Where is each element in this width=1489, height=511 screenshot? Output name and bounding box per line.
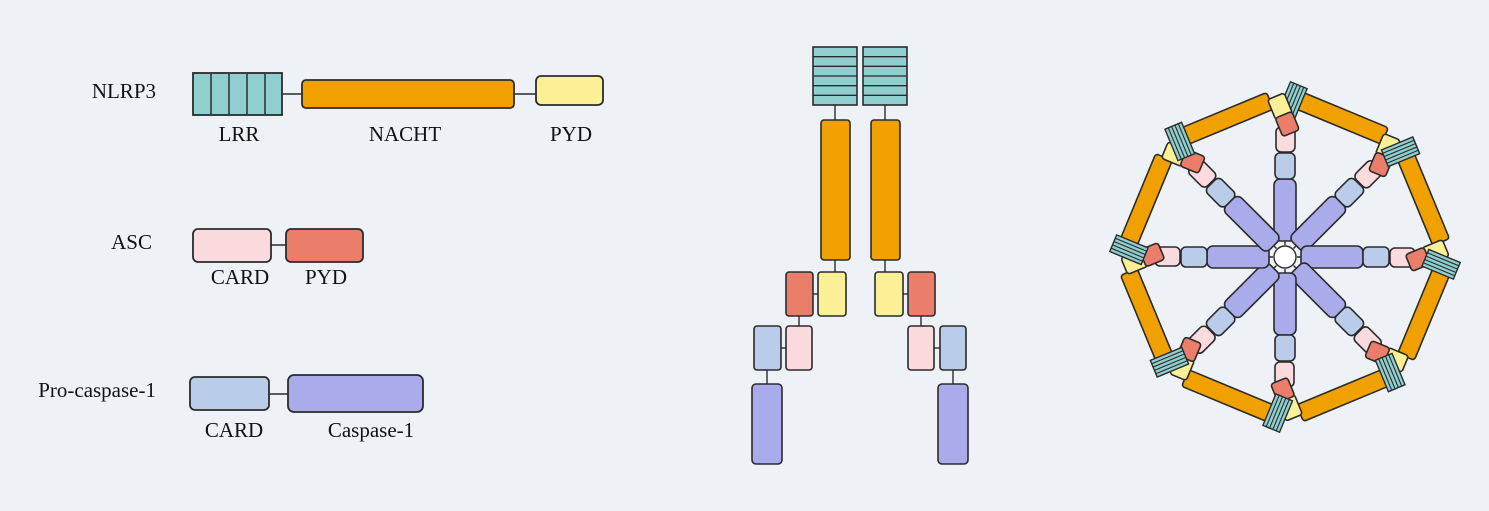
nlrp3-name: NLRP3 xyxy=(92,79,156,103)
wheel-lrr xyxy=(1149,346,1190,378)
assembly-dimer xyxy=(751,46,969,465)
wheel-nacht xyxy=(1296,369,1389,422)
wheel-lrr xyxy=(1380,136,1421,168)
nlrp3-nacht-domain xyxy=(301,79,515,109)
dimer-right-asc-card xyxy=(907,325,935,371)
asc-row: ASC CARD PYD xyxy=(111,228,364,289)
nlrp3-nacht-label: NACHT xyxy=(369,122,442,146)
wheel-nacht xyxy=(1296,92,1389,145)
caspase-card-label: CARD xyxy=(205,418,263,442)
wheel-lrr xyxy=(1164,121,1196,162)
wheel-hub xyxy=(1273,245,1297,269)
asc-name: ASC xyxy=(111,230,152,254)
wheel-casp-card xyxy=(1205,177,1236,208)
dimer-left-lrr xyxy=(812,46,858,106)
nlrp3-lrr-domain xyxy=(192,72,283,116)
dimer-right-lrr xyxy=(862,46,908,106)
dimer-left-caspase-1 xyxy=(751,383,783,465)
wheel-casp-card xyxy=(1334,177,1365,208)
asc-card-domain xyxy=(192,228,272,263)
domain-legend: NLRP3 LRR NACHT PYD ASC CARD PYD xyxy=(38,72,604,442)
wheel-spoke xyxy=(1178,262,1280,364)
pro-caspase-1-row: Pro-caspase-1 CARD Caspase-1 xyxy=(38,374,424,442)
wheel-casp-card xyxy=(1362,246,1390,268)
wheel-caspase-1 xyxy=(1273,178,1297,242)
nlrp3-pyd-domain xyxy=(535,75,604,106)
wheel-spoke xyxy=(1297,245,1435,269)
dimer-left-nlrp3-pyd xyxy=(817,271,847,317)
caspase-1-domain xyxy=(287,374,424,413)
wheel-nacht xyxy=(1397,153,1450,246)
nlrp3-row: NLRP3 LRR NACHT PYD xyxy=(92,72,604,146)
wheel-lrr xyxy=(1108,233,1149,266)
pro-caspase-1-name: Pro-caspase-1 xyxy=(38,378,156,402)
asc-pyd-domain xyxy=(285,228,364,263)
wheel-nlrp3 xyxy=(1164,92,1300,162)
wheel-casp-card xyxy=(1274,152,1296,180)
wheel-caspase-1 xyxy=(1290,262,1347,319)
asc-pyd-label: PYD xyxy=(305,265,347,289)
dimer-left-casp-card xyxy=(753,325,782,371)
nlrp3-pyd-label: PYD xyxy=(550,122,592,146)
caspase-1-label: Caspase-1 xyxy=(328,418,414,442)
dimer-right-casp-card xyxy=(939,325,967,371)
wheel-casp-card xyxy=(1274,334,1296,362)
caspase-card-domain xyxy=(189,376,270,411)
wheel-nacht xyxy=(1181,92,1274,145)
wheel-caspase-1 xyxy=(1290,195,1347,252)
asc-card-label: CARD xyxy=(211,265,269,289)
wheel-casp-card xyxy=(1205,306,1236,337)
wheel-lrr xyxy=(1421,248,1462,281)
wheel-nlrp3 xyxy=(1169,336,1294,434)
wheel-caspase-1 xyxy=(1300,245,1364,269)
wheel-casp-card xyxy=(1334,306,1365,337)
wheel-lrr xyxy=(1374,352,1406,393)
dimer-right-asc-pyd xyxy=(907,271,936,317)
wheel-asc-pyd xyxy=(1275,111,1300,137)
wheel-nacht xyxy=(1120,153,1173,246)
inflammasome-complex xyxy=(1108,80,1462,434)
dimer-left-asc-pyd xyxy=(785,271,814,317)
wheel-caspase-1 xyxy=(1206,245,1270,269)
wheel-lrr xyxy=(1261,393,1294,434)
dimer-right-nacht xyxy=(870,119,901,261)
dimer-right-nlrp3-pyd xyxy=(874,271,904,317)
wheel-caspase-1 xyxy=(1223,195,1280,252)
dimer-left-asc-card xyxy=(785,325,813,371)
wheel-nacht xyxy=(1397,268,1450,361)
dimer-right-caspase-1 xyxy=(937,383,969,465)
wheel-caspase-1 xyxy=(1223,262,1280,319)
wheel-nacht xyxy=(1181,369,1274,422)
nlrp3-lrr-label: LRR xyxy=(219,122,260,146)
wheel-caspase-1 xyxy=(1273,272,1297,336)
wheel-nacht xyxy=(1120,268,1173,361)
dimer-left-nacht xyxy=(820,119,851,261)
wheel-casp-card xyxy=(1180,246,1208,268)
